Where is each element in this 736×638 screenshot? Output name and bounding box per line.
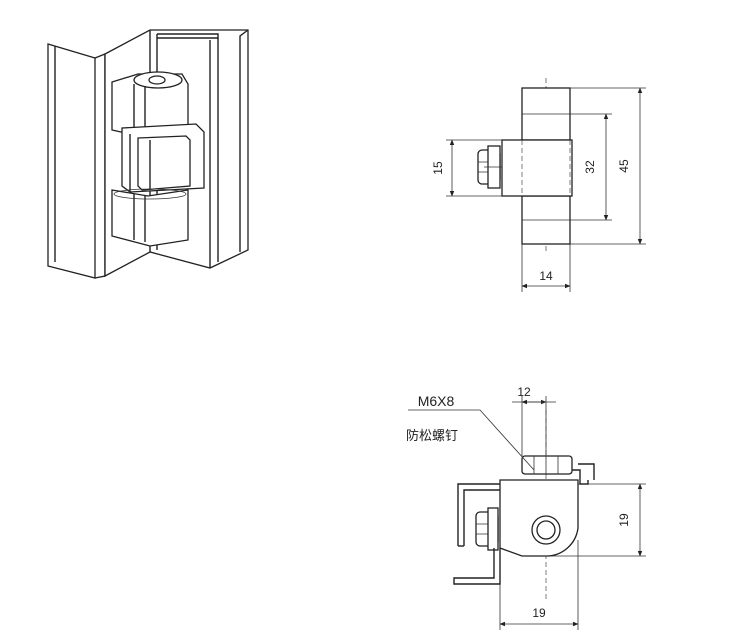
side-view <box>453 410 595 600</box>
front-view <box>477 78 573 254</box>
dim-top-width: 12 <box>517 385 531 399</box>
screw-size-label: M6X8 <box>418 393 455 409</box>
front-view-dimensions: 45 32 15 14 <box>431 87 646 292</box>
dim-side-height: 19 <box>617 513 631 527</box>
dim-height-inner: 32 <box>583 160 597 174</box>
dim-height-total: 45 <box>617 159 631 173</box>
screw-description-label: 防松螺钉 <box>406 428 458 444</box>
dim-width: 14 <box>539 269 553 283</box>
dim-base-height: 15 <box>431 161 445 175</box>
isometric-hinge-view <box>47 29 249 279</box>
side-view-annotations: M6X8 防松螺钉 12 19 19 <box>406 385 646 630</box>
dim-bottom-width: 19 <box>532 606 546 620</box>
